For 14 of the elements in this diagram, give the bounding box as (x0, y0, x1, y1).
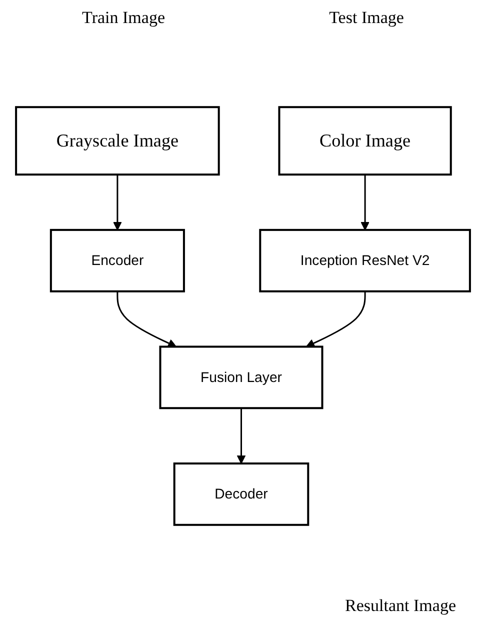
node-box: Grayscale Image (15, 106, 220, 176)
column-heading: Test Image (329, 8, 404, 28)
arrow (113, 174, 122, 230)
column-heading: Train Image (82, 8, 165, 28)
node-box: Color Image (278, 106, 452, 176)
column-heading: Resultant Image (345, 596, 456, 615)
node-box: Decoder (173, 462, 310, 526)
arrow (306, 291, 366, 348)
node-box: Fusion Layer (159, 346, 324, 410)
arrow (360, 174, 370, 230)
arrow (116, 291, 177, 348)
node-box: Encoder (50, 228, 185, 292)
arrow (236, 408, 246, 464)
node-box: Inception ResNet V2 (259, 228, 471, 292)
